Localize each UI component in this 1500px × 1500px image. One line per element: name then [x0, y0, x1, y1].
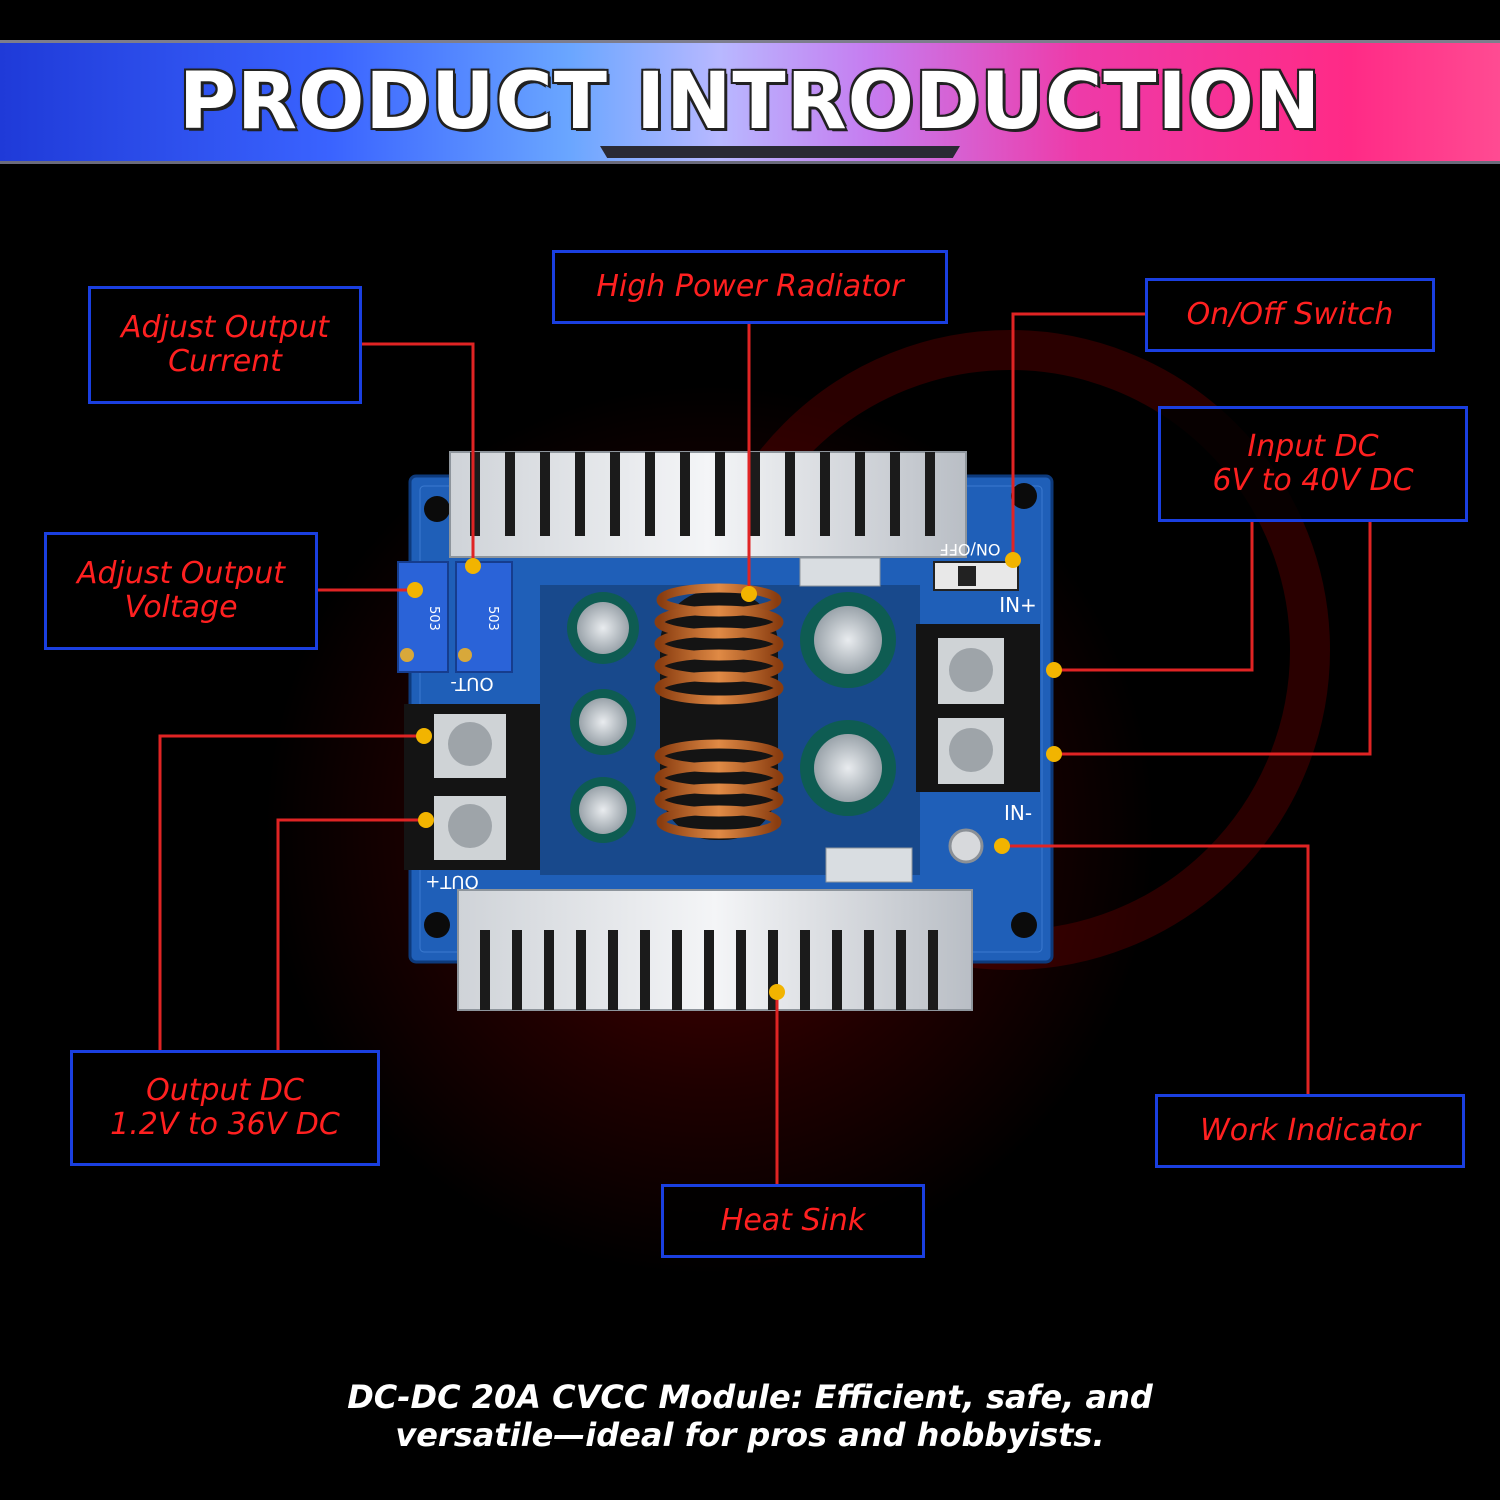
callout-adjust-voltage: Adjust Output Voltage: [44, 532, 318, 650]
marker-dot: [418, 812, 434, 828]
work-indicator-led: [948, 828, 984, 864]
bottom-heat-sink: [457, 847, 973, 1011]
callout-heat-sink: Heat Sink: [661, 1184, 925, 1258]
inductor-coil: [654, 583, 784, 840]
callout-label: Input DC 6V to 40V DC: [1212, 429, 1414, 498]
page-title: PRODUCT INTRODUCTION: [178, 57, 1322, 147]
pot-label: 503: [426, 606, 441, 631]
marker-dot: [1005, 552, 1021, 568]
callout-input-dc: Input DC 6V to 40V DC: [1158, 406, 1468, 522]
input-terminal-block: [916, 624, 1040, 792]
marker-dot: [465, 558, 481, 574]
callout-output-dc: Output DC 1.2V to 36V DC: [70, 1050, 380, 1166]
callout-work-indicator: Work Indicator: [1155, 1094, 1465, 1168]
marker-dot: [407, 582, 423, 598]
capacitors: [567, 592, 896, 843]
marker-dot: [769, 984, 785, 1000]
top-heat-sink: [449, 451, 967, 587]
marker-dot: [416, 728, 432, 744]
callout-on-off-switch: On/Off Switch: [1145, 278, 1435, 352]
mount-hole: [1011, 912, 1037, 938]
board-label-out-plus: OUT+: [425, 871, 478, 892]
output-terminal-block: [404, 704, 540, 870]
callout-label: Adjust Output Voltage: [76, 556, 286, 625]
marker-dot: [1046, 662, 1062, 678]
header-banner: PRODUCT INTRODUCTION: [0, 40, 1500, 164]
callout-adjust-current: Adjust Output Current: [88, 286, 362, 404]
mount-hole: [424, 496, 450, 522]
board-label-in-plus: IN+: [999, 593, 1037, 617]
caption-line-1: DC-DC 20A CVCC Module: Efficient, safe, …: [347, 1378, 1153, 1416]
callout-label: Work Indicator: [1200, 1113, 1420, 1148]
marker-dots: [407, 552, 1062, 1000]
callout-label: Output DC 1.2V to 36V DC: [110, 1073, 340, 1142]
marker-dot: [994, 838, 1010, 854]
board-label-in-minus: IN-: [1004, 801, 1032, 825]
marker-dot: [741, 586, 757, 602]
caption-line-2: versatile—ideal for pros and hobbyists.: [395, 1416, 1105, 1454]
pot-label: 503: [485, 606, 500, 631]
leader-lines: [158, 312, 1372, 1186]
trimmer-pots: 503 503: [397, 561, 513, 673]
product-caption: DC-DC 20A CVCC Module: Efficient, safe, …: [200, 1378, 1300, 1454]
callout-label: Adjust Output Current: [120, 310, 330, 379]
banner-tab: [600, 146, 960, 158]
board-label-on-off: ON/OFF: [940, 540, 1001, 559]
callout-label: On/Off Switch: [1186, 297, 1394, 332]
board-label-out-minus: OUT-: [450, 673, 493, 694]
callout-label: Heat Sink: [720, 1203, 866, 1238]
mount-hole: [1011, 483, 1037, 509]
callout-high-power-radiator: High Power Radiator: [552, 250, 948, 324]
marker-dot: [1046, 746, 1062, 762]
callout-label: High Power Radiator: [596, 269, 904, 304]
mount-hole: [424, 912, 450, 938]
